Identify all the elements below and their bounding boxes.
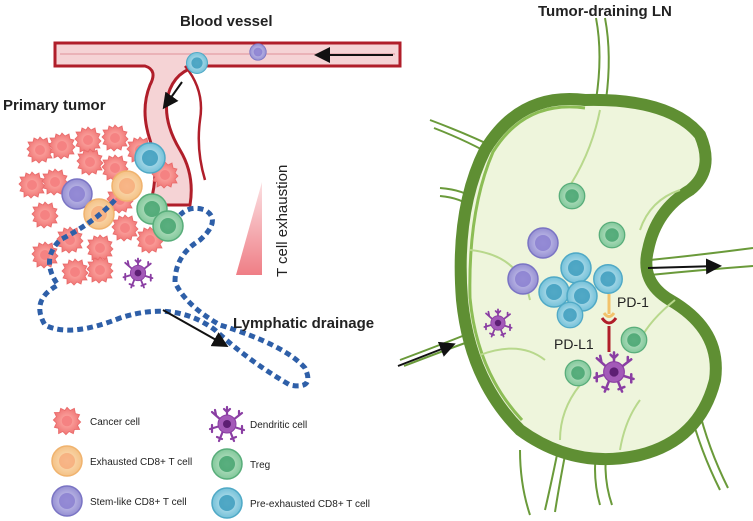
stem-like-t-cell-icon: [527, 227, 559, 259]
pre-exhausted-cd8-t-cell-icon: [211, 487, 243, 519]
pre-exhausted-t-cell-icon: [185, 51, 209, 75]
pdl1-ligand: [600, 317, 618, 352]
exhausted-cd8-t-cell-icon: [51, 445, 83, 477]
legend: Cancer cell Dendritic cell Exhausted CD8…: [51, 405, 370, 519]
pre-exhausted-t-cell-icon: [556, 301, 584, 329]
cancer-cell-icon: [52, 406, 82, 436]
pre-exhausted-t-cell-icon: [134, 142, 166, 174]
lymph-node: [399, 17, 753, 516]
treg-icon: [211, 448, 243, 480]
blood-flow-down-arrow: [162, 81, 183, 110]
legend-label-exhausted-cd8-t-cell: Exhausted CD8+ T cell: [90, 457, 192, 468]
pre-exhausted-t-cell-icon: [538, 276, 570, 308]
pre-exhausted-t-cell-icon: [593, 264, 623, 294]
treg-icon: [620, 326, 648, 354]
pdl1-label: PD-L1: [554, 336, 594, 352]
t-cell-exhaustion-wedge: [236, 182, 262, 275]
legend-label-cancer-cell: Cancer cell: [90, 417, 140, 428]
treg-icon: [598, 221, 626, 249]
pre-exhausted-t-cell-icon: [560, 252, 592, 284]
treg-icon: [558, 182, 586, 210]
legend-label-stem-like-cd8-t-cell: Stem-like CD8+ T cell: [90, 497, 187, 508]
lymphatic-drainage-arrow: [162, 309, 229, 347]
lymphatic-drainage-label: Lymphatic drainage: [233, 315, 374, 332]
blood-vessel: [53, 41, 402, 207]
stem-like-t-cell-icon: [507, 263, 539, 295]
legend-label-treg: Treg: [250, 460, 270, 471]
exhausted-t-cell-icon: [111, 170, 143, 202]
stem-like-t-cell-icon: [249, 43, 267, 61]
t-cell-exhaustion-label: T cell exhaustion: [274, 165, 291, 277]
blood-vessel-label: Blood vessel: [180, 13, 273, 30]
dendritic-cell-icon: [208, 405, 246, 443]
pd1-label: PD-1: [617, 294, 649, 310]
efferent-arrow: [647, 258, 722, 275]
tumor-draining-ln-label: Tumor-draining LN: [538, 3, 672, 20]
pd1-receptor: [602, 294, 616, 318]
treg-icon: [564, 359, 592, 387]
primary-tumor-label: Primary tumor: [3, 97, 106, 114]
stem-like-cd8-t-cell-icon: [51, 485, 83, 517]
afferent-arrow: [397, 341, 456, 367]
legend-label-dendritic-cell: Dendritic cell: [250, 420, 307, 431]
dendritic-cell-icon: [122, 257, 154, 289]
legend-label-pre-exhausted-cd8-t-cell: Pre-exhausted CD8+ T cell: [250, 499, 370, 510]
treg-icon: [152, 210, 184, 242]
